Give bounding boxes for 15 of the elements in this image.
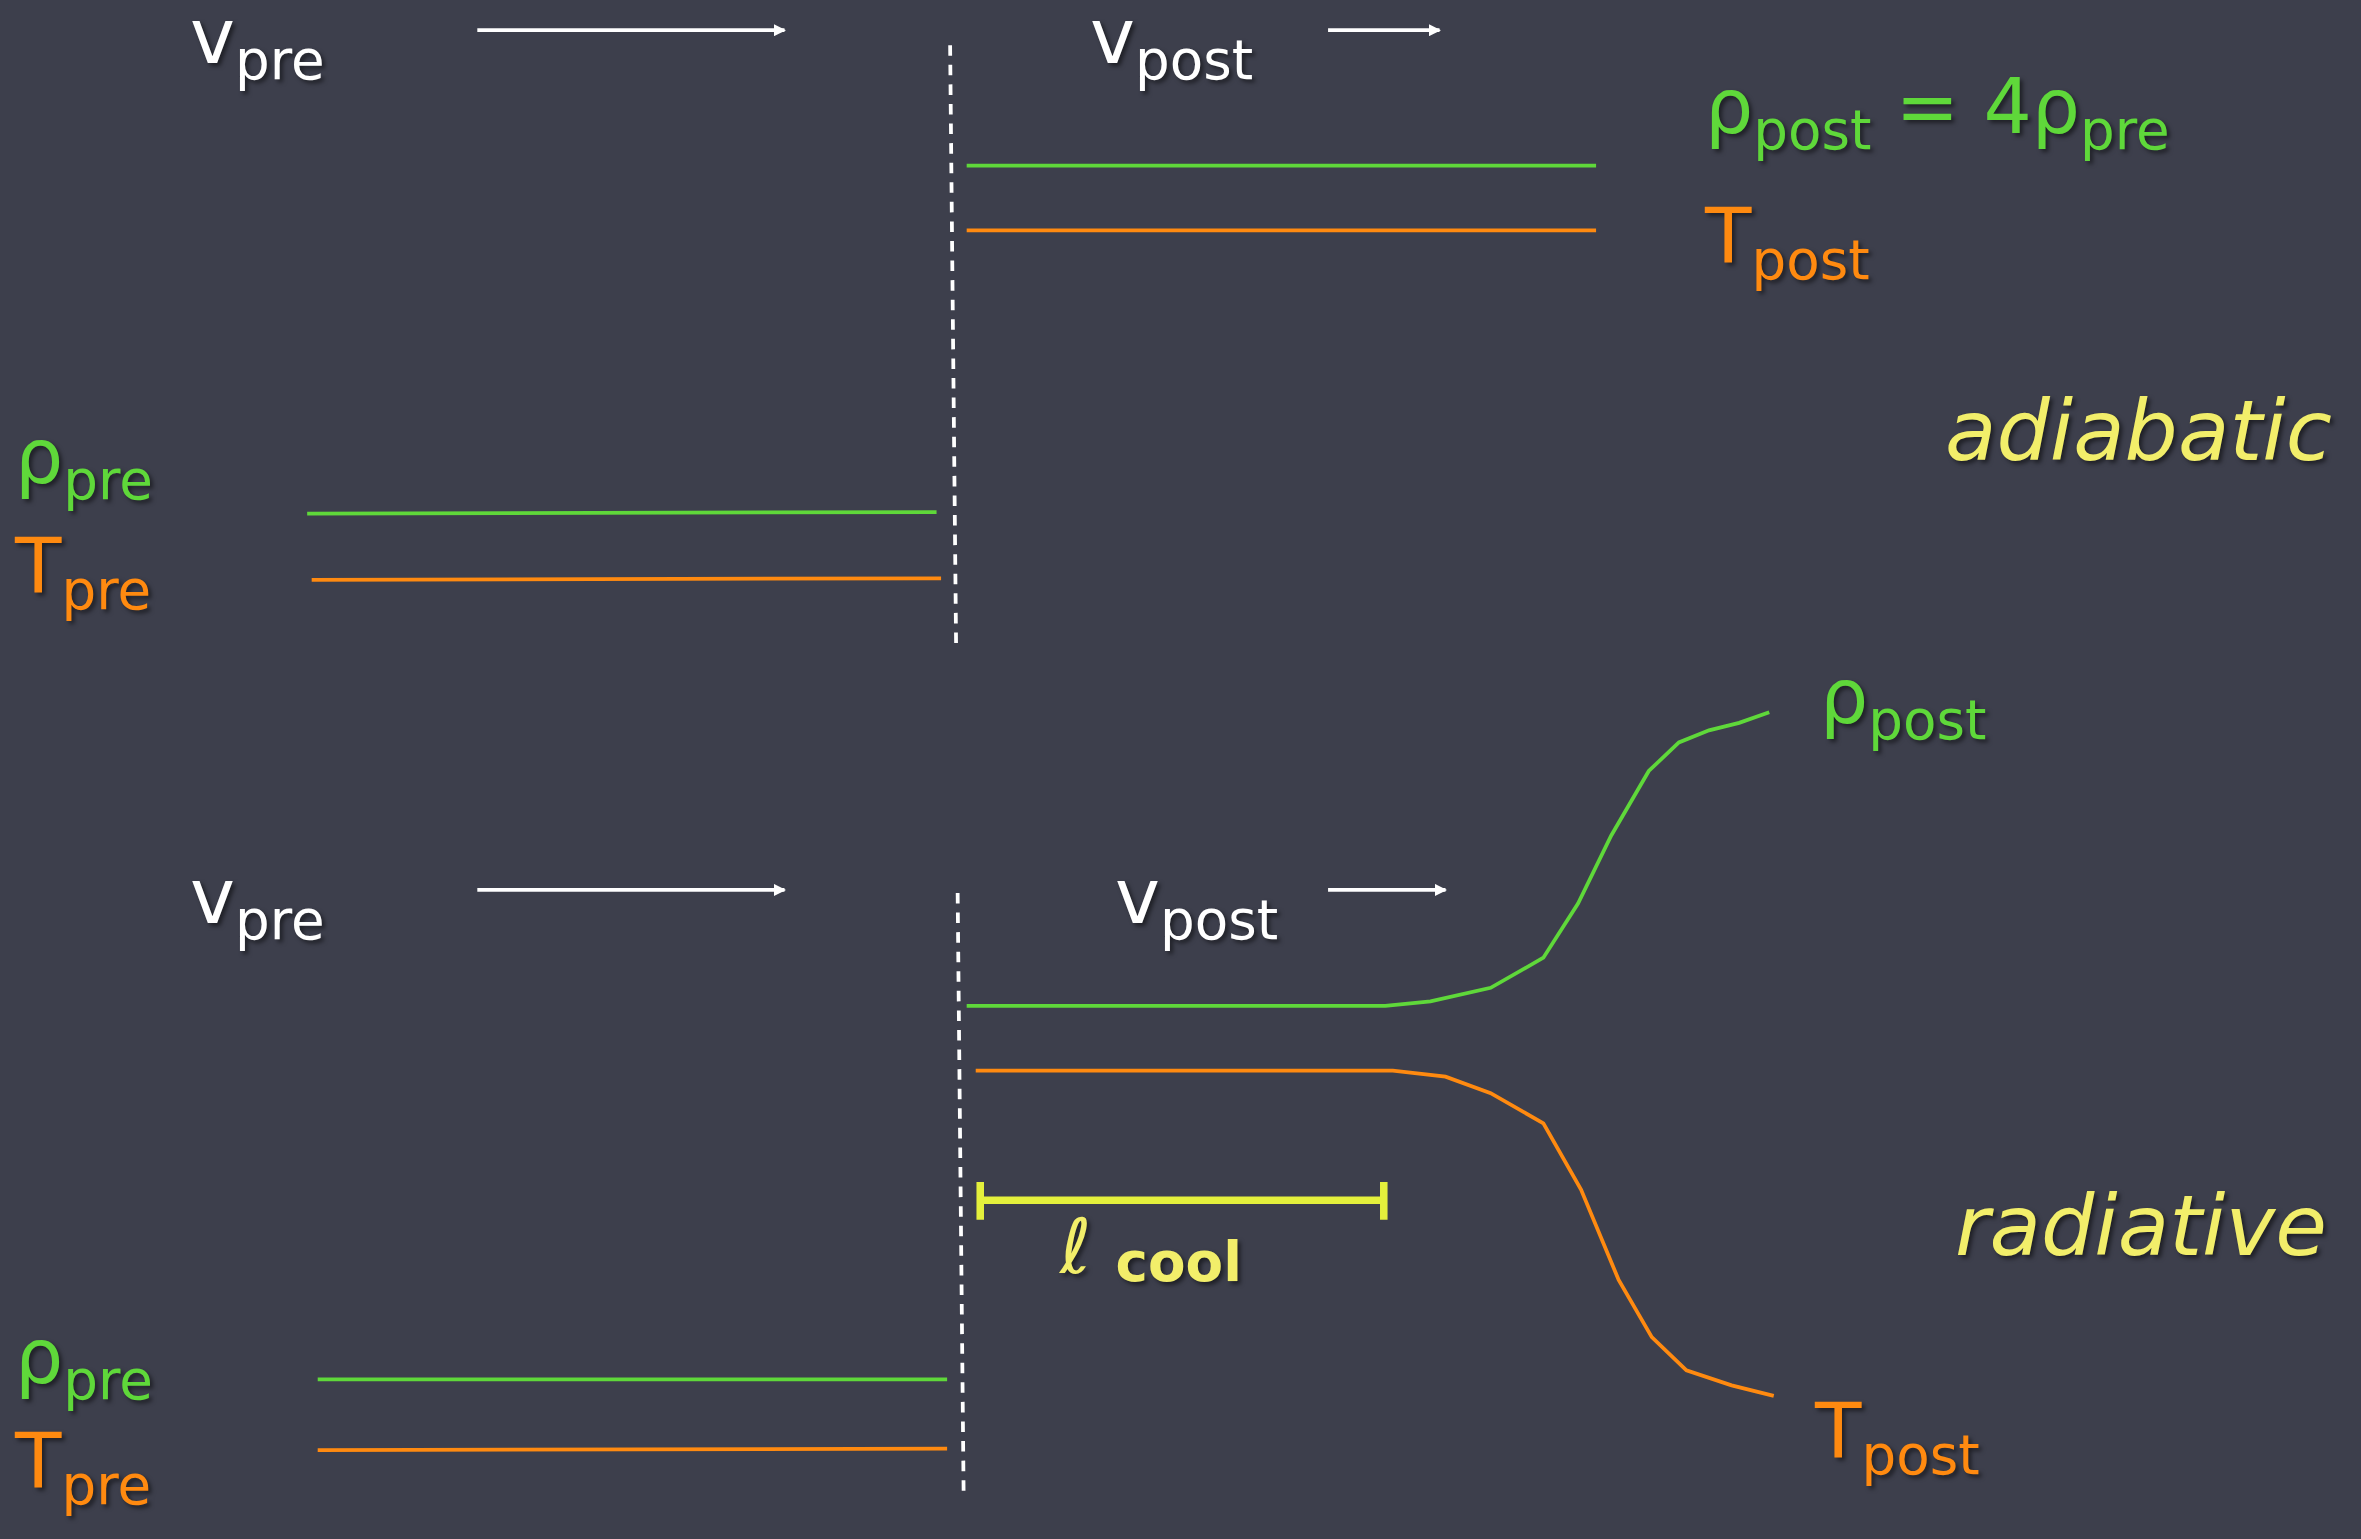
velocity-label: v$_{post}$	[1115, 855, 1279, 951]
density-label: ρ$_{pre}$	[15, 415, 153, 511]
velocity-label: v$_{pre}$	[190, 0, 325, 91]
temperature-label: T$_{post}$	[1815, 1390, 1980, 1486]
velocity-label: v$_{pre}$	[190, 855, 325, 951]
temperature-label: T$_{pre}$	[15, 1420, 152, 1516]
cooling-length-label: ℓ $_{cool}$	[1060, 1205, 1242, 1293]
regime-label: radiative	[1955, 1180, 2327, 1273]
regime-label: adiabatic	[1945, 385, 2332, 478]
temperature-label: T$_{post}$	[1705, 195, 1870, 291]
density-relation-label: ρ$_{post}$ = 4ρ$_{pre}$	[1705, 65, 2170, 161]
density-label: ρ$_{post}$	[1820, 655, 1987, 751]
temperature-label: T$_{pre}$	[15, 525, 152, 621]
density-label: ρ$_{pre}$	[15, 1315, 153, 1411]
velocity-label: v$_{post}$	[1090, 0, 1254, 91]
